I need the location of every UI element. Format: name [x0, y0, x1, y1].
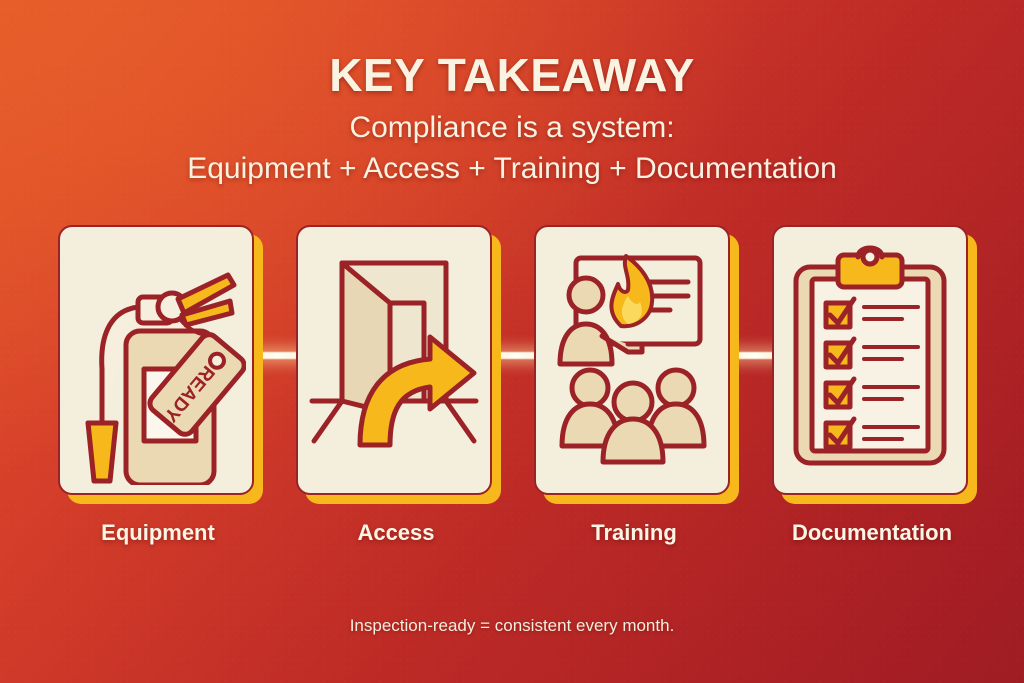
card-face: [772, 225, 968, 495]
connector-beam-1: [236, 352, 320, 359]
clipboard-checklist-icon: [774, 227, 966, 493]
classroom-training-icon: [536, 227, 728, 493]
card-label-training: Training: [591, 520, 677, 545]
subtitle-line-1: Compliance is a system:: [349, 111, 675, 144]
card-label-equipment: Equipment: [101, 520, 215, 545]
card-face: READY: [58, 225, 254, 495]
footer-caption: Inspection-ready = consistent every mont…: [349, 616, 675, 635]
card-face: [296, 225, 492, 495]
connector-beam-2: [474, 352, 558, 359]
fire-extinguisher-icon: READY: [60, 227, 252, 493]
card-label-documentation: Documentation: [791, 520, 953, 545]
card-label-access: Access: [357, 520, 435, 545]
card-face: [534, 225, 730, 495]
exit-door-arrow-icon: [298, 227, 490, 493]
subtitle-line-2: Equipment + Access + Training + Document…: [187, 152, 837, 185]
page-title: KEY TAKEAWAY: [329, 49, 695, 101]
connector-beam-3: [712, 352, 796, 359]
